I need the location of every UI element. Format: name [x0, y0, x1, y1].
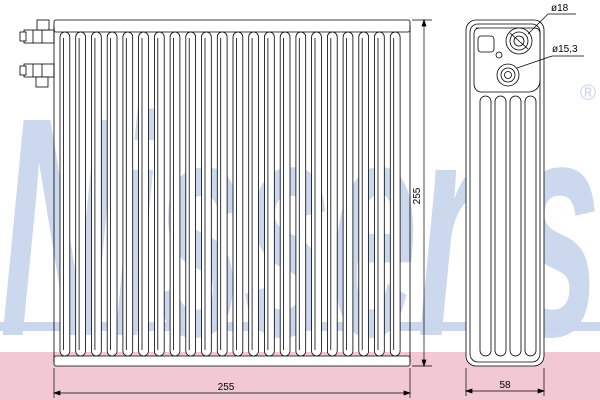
- depth-dimension: [464, 368, 546, 396]
- depth-label: 58: [499, 380, 511, 391]
- core-tube: [153, 31, 165, 357]
- core-tube: [295, 31, 307, 357]
- width-label: 255: [218, 382, 235, 393]
- front-view: [19, 19, 411, 367]
- core-tube: [358, 31, 369, 357]
- side-body: [465, 19, 545, 367]
- height-label: 255: [412, 187, 423, 204]
- core-tube: [374, 31, 385, 357]
- core-tube: [342, 31, 354, 357]
- core-tubes: [59, 31, 401, 357]
- side-channels: [479, 95, 537, 357]
- core-tube: [169, 31, 181, 357]
- core-tube: [326, 31, 338, 357]
- side-view: [465, 19, 545, 367]
- side-channel: [494, 95, 507, 357]
- outlet-diameter-label: ø15,3: [552, 44, 578, 55]
- pipe-connector-lower: [19, 63, 55, 88]
- core-tube: [216, 31, 228, 357]
- core-tube: [279, 31, 291, 357]
- height-dimension: [412, 18, 432, 368]
- core-tube: [311, 31, 322, 357]
- core-tube: [264, 31, 275, 357]
- outlet-diameter-leader: [516, 55, 584, 69]
- side-channel: [509, 95, 522, 357]
- core-tube: [185, 31, 197, 357]
- core-tube: [122, 31, 134, 357]
- inlet-diameter-label: ø18: [551, 3, 569, 14]
- watermark-registered-mark: ®: [580, 80, 596, 105]
- core-tube: [106, 31, 118, 357]
- bottom-tank: [53, 355, 411, 367]
- side-channel: [479, 95, 492, 357]
- side-channel: [524, 95, 537, 357]
- inlet-fitting: [505, 27, 533, 55]
- core-tube: [138, 31, 149, 357]
- core-tube: [75, 31, 86, 357]
- width-dimension: [52, 368, 412, 398]
- core-tube: [91, 31, 102, 357]
- core-tube: [201, 31, 212, 357]
- inlet-diameter-leader: [527, 13, 576, 35]
- core-tube: [248, 31, 259, 357]
- outlet-fitting: [496, 63, 520, 87]
- core-tube: [59, 31, 71, 357]
- top-tank: [53, 19, 411, 33]
- core-tube: [232, 31, 244, 357]
- core-tube: [389, 31, 401, 357]
- pipe-connector-upper: [19, 19, 55, 44]
